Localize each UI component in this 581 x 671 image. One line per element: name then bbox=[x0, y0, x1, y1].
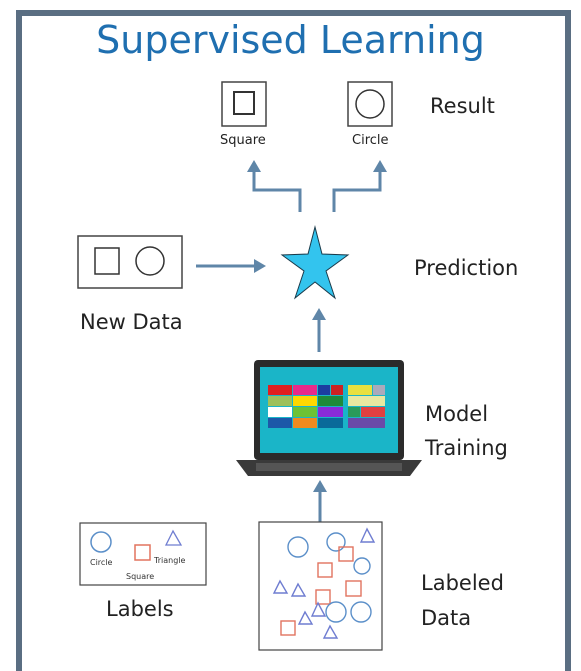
model-label-line1: Model bbox=[425, 402, 489, 426]
arrows-to-result bbox=[252, 170, 382, 212]
labels-card bbox=[79, 522, 207, 586]
arrowhead-star-left bbox=[254, 259, 266, 273]
square-label: Square bbox=[220, 133, 266, 148]
labels-label: Labels bbox=[106, 597, 174, 621]
circle-label: Circle bbox=[352, 133, 389, 148]
page-title: Supervised Learning bbox=[96, 18, 485, 62]
triangle-icon bbox=[164, 529, 183, 546]
labeled-data-card bbox=[258, 521, 383, 651]
laptop-icon bbox=[236, 360, 422, 476]
arrowhead-circle bbox=[373, 160, 387, 172]
model-label-line2: Training bbox=[425, 436, 508, 460]
arrowhead-square bbox=[247, 160, 261, 172]
result-circle-box bbox=[347, 81, 393, 127]
arrowhead-model bbox=[313, 480, 327, 492]
prediction-label: Prediction bbox=[414, 256, 519, 280]
arrowhead-star-bottom bbox=[312, 308, 326, 320]
labels-card-square: Square bbox=[126, 572, 155, 581]
square-icon bbox=[233, 91, 255, 115]
circle-icon bbox=[355, 89, 385, 119]
labeled-data-line1: Labeled bbox=[421, 571, 504, 595]
result-square-box bbox=[221, 81, 267, 127]
labeled-data-line2: Data bbox=[421, 606, 472, 630]
labels-card-triangle: Triangle bbox=[154, 556, 186, 565]
new-data-label: New Data bbox=[80, 310, 183, 334]
new-data-box bbox=[77, 235, 183, 289]
labels-card-circle: Circle bbox=[90, 558, 113, 567]
result-label: Result bbox=[430, 94, 495, 118]
star-icon bbox=[280, 225, 350, 300]
